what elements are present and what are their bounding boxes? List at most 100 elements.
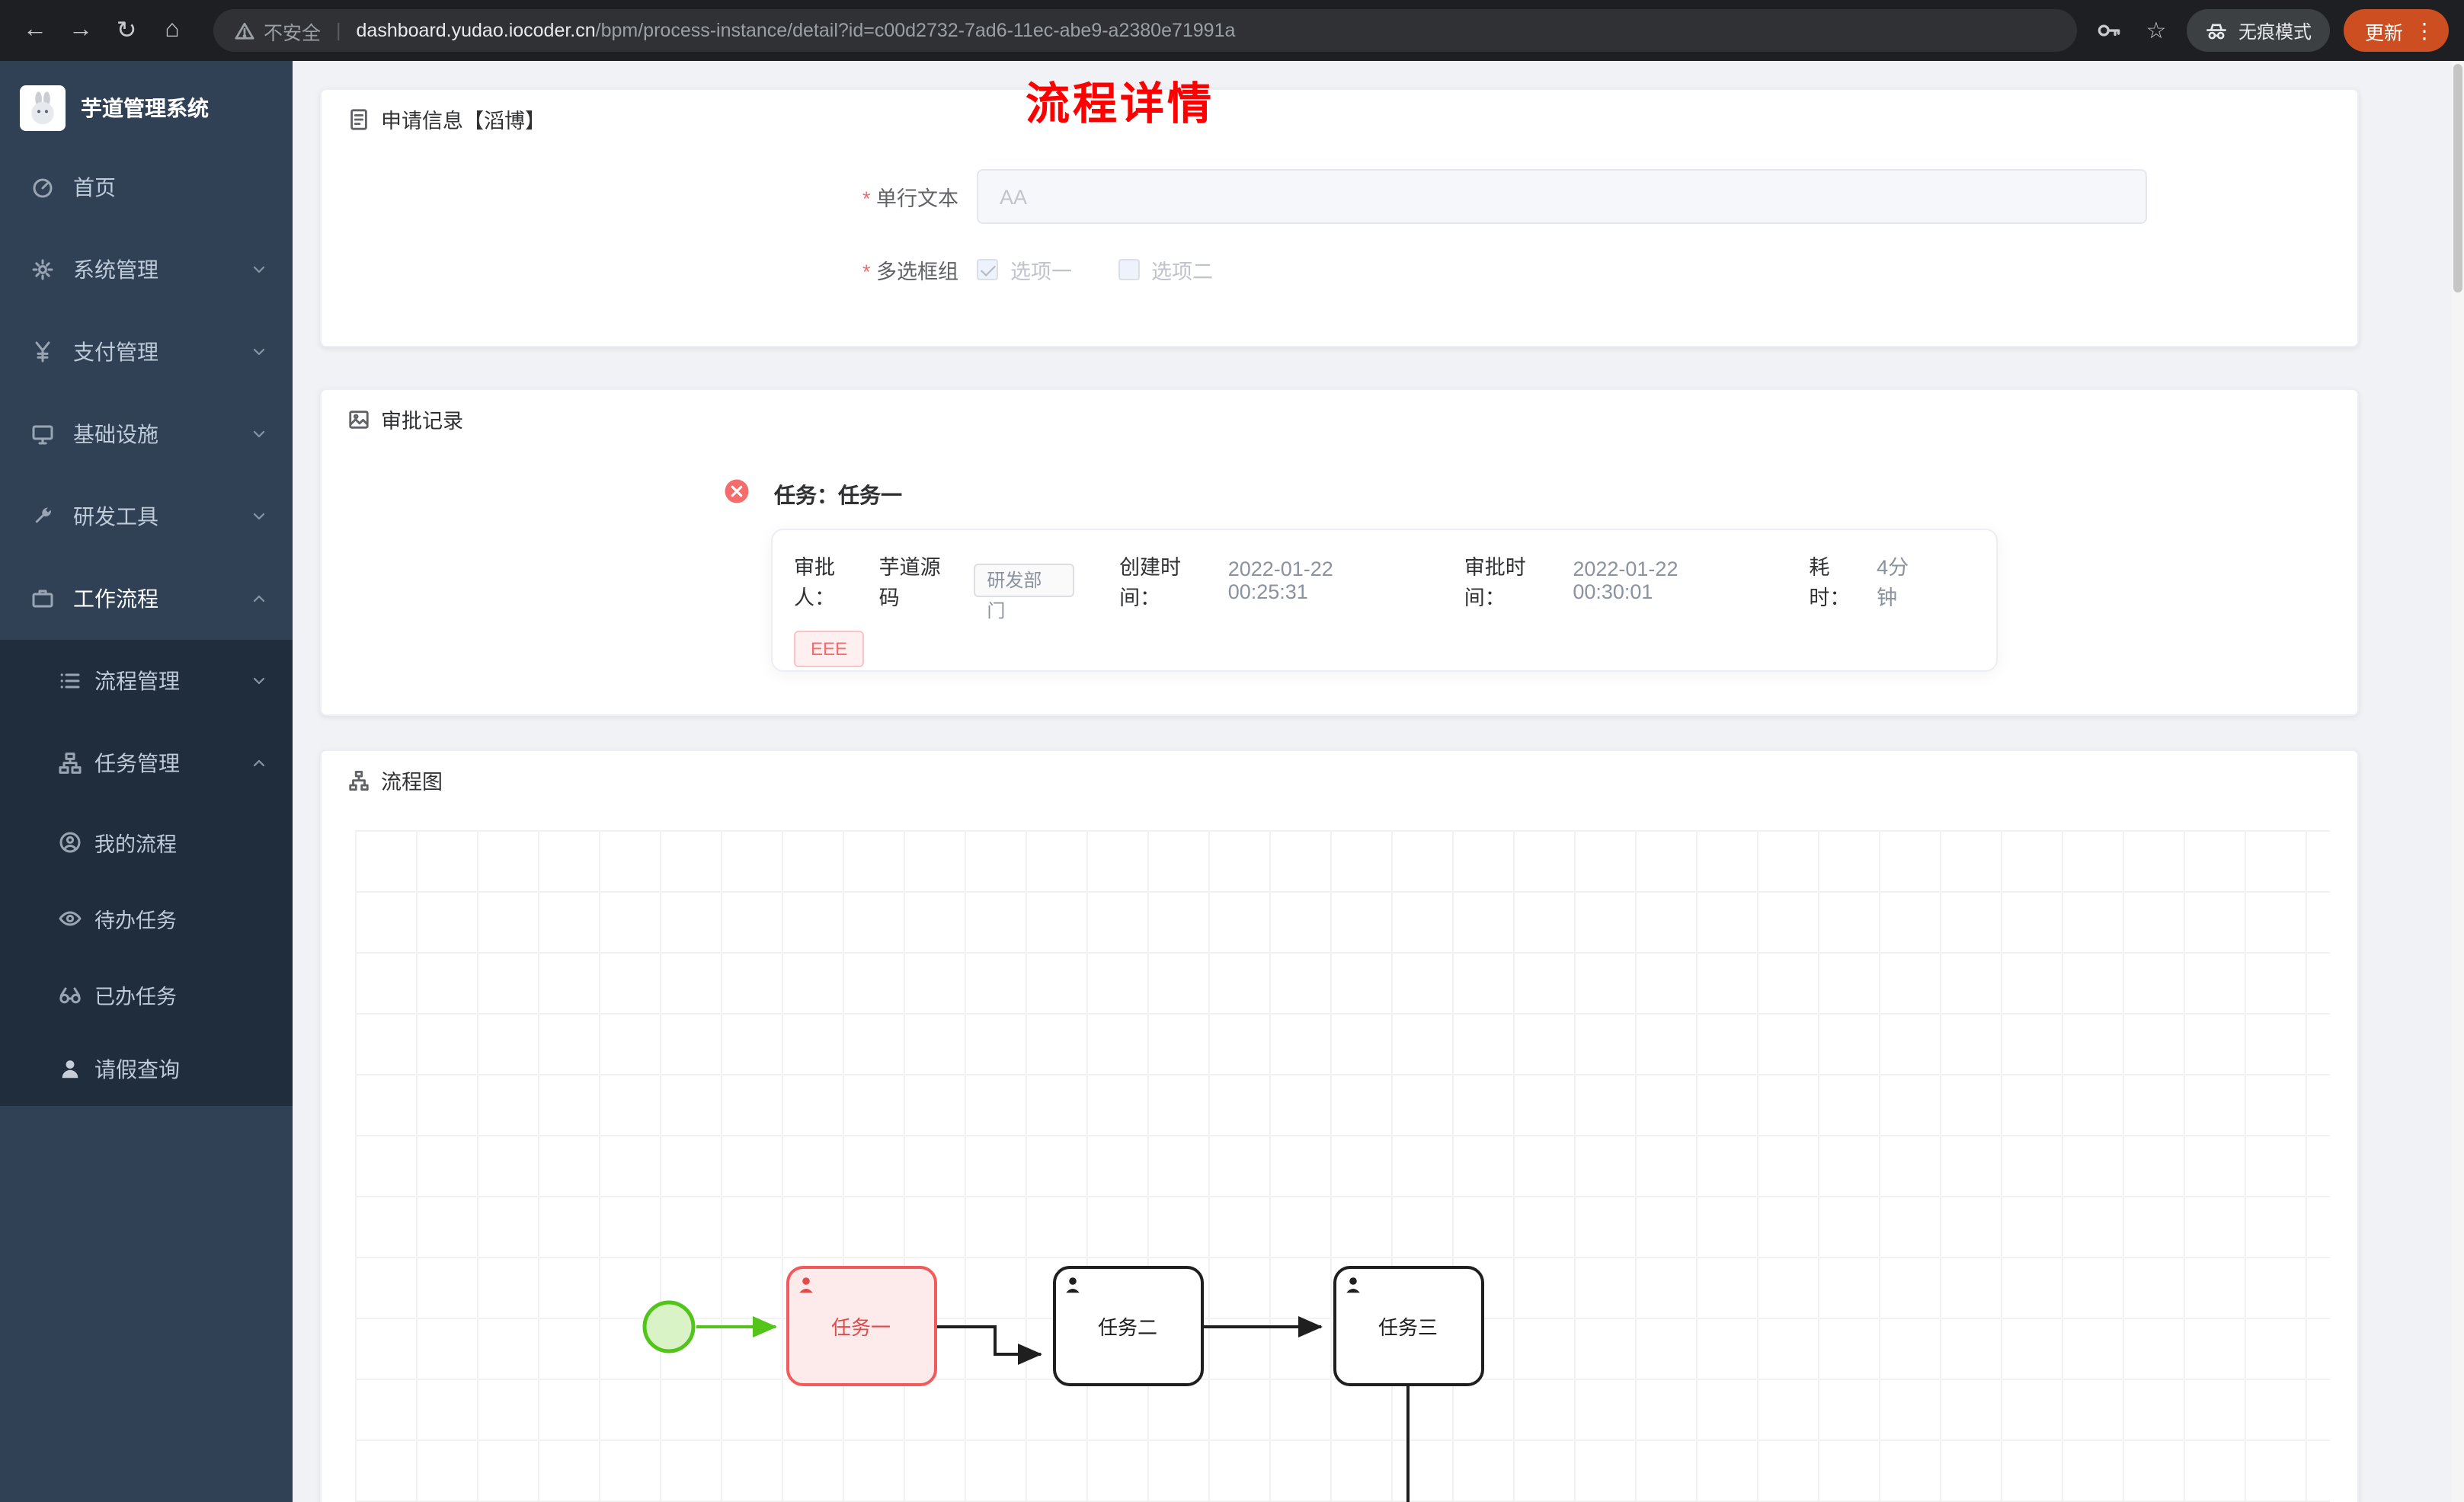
app-window: 芋道管理系统 首页 系统管理 [0,61,2464,1502]
sidebar-item-home[interactable]: 首页 [0,146,293,228]
single-line-text-input[interactable] [977,169,2147,224]
address-bar[interactable]: 不安全 | dashboard.yudao.iocoder.cn/bpm/pro… [213,9,2077,52]
user-icon [1346,1277,1360,1293]
start-event-node[interactable] [642,1300,696,1353]
warning-icon [235,21,254,39]
task-title: 任务：任务一 [774,480,902,510]
sidebar-item-process-mgmt[interactable]: 流程管理 [0,640,293,722]
sidebar-item-label: 任务管理 [94,751,180,775]
update-button[interactable]: 更新 ⋮ [2343,9,2449,52]
sidebar-item-todo-tasks[interactable]: 待办任务 [0,880,293,957]
sidebar-item-task-mgmt[interactable]: 任务管理 [0,722,293,804]
main-content: 流程详情 申请信息【滔博】 单行文本 多选框组 [293,61,2464,1502]
checkbox-checked-icon [977,259,998,280]
diagram-card-header: 流程图 [322,751,2357,809]
process-diagram-card: 流程图 [320,749,2359,1502]
sidebar: 芋道管理系统 首页 系统管理 [0,61,293,1502]
sidebar-item-payment[interactable]: 支付管理 [0,311,293,393]
dashboard-icon [33,178,53,198]
comment-tag: EEE [794,631,865,667]
sidebar-item-infrastructure[interactable]: 基础设施 [0,393,293,475]
sidebar-item-label: 系统管理 [73,257,158,282]
approval-detail-row: 审批人： 芋道源码 研发部门 创建时间： 2022-01-22 00:25:31… [794,550,1975,622]
text-field-row: 单行文本 [322,169,2357,224]
home-icon[interactable]: ⌂ [165,17,180,43]
reload-icon[interactable]: ↻ [116,18,137,44]
task1-node[interactable]: 任务一 [786,1266,937,1386]
sidebar-item-devtools[interactable]: 研发工具 [0,475,293,558]
checkbox-unchecked-icon [1118,259,1139,280]
sidebar-item-done-tasks[interactable]: 已办任务 [0,957,293,1033]
checkbox-field-row: 多选框组 选项一 选项二 [322,254,2357,285]
created-time-item: 创建时间： 2022-01-22 00:25:31 [1119,550,1419,611]
sidebar-item-label: 工作流程 [73,586,158,611]
sidebar-item-label: 流程管理 [94,669,180,693]
sidebar-item-system[interactable]: 系统管理 [0,228,293,311]
record-icon [349,410,369,428]
chevron-down-icon [253,677,265,685]
sidebar-item-label: 请假查询 [94,1057,180,1082]
sidebar-item-workflow[interactable]: 工作流程 [0,558,293,640]
checkbox-option-label: 选项二 [1151,260,1213,283]
task3-label: 任务三 [1378,1316,1438,1339]
workflow-icon [32,590,53,608]
apply-info-card: 申请信息【滔博】 单行文本 多选框组 选项一 选项 [320,88,2359,347]
approved-time-label: 审批时间： [1464,556,1526,609]
checkbox-group-label: 多选框组 [322,254,977,285]
task1-label: 任务一 [831,1316,891,1339]
chevron-up-icon [253,595,265,602]
approved-time-value: 2022-01-22 00:30:01 [1573,558,1678,603]
duration-value: 4分钟 [1877,556,1909,609]
browser-toolbar: ← → ↻ ⌂ 不安全 | dashboard.yudao.iocoder.cn… [0,0,2464,61]
sidebar-item-label: 支付管理 [73,340,158,364]
scrollbar-thumb[interactable] [2453,64,2462,292]
sidebar-item-label: 基础设施 [73,422,158,446]
checkbox-option-1[interactable]: 选项一 [977,254,1072,285]
sidebar-item-my-process[interactable]: 我的流程 [0,804,293,880]
my-process-icon [59,832,81,853]
forward-icon[interactable]: → [69,17,93,43]
created-time-label: 创建时间： [1119,556,1182,609]
task2-label: 任务二 [1098,1316,1157,1339]
user-icon [62,1060,78,1079]
sidebar-item-leave-query[interactable]: 请假查询 [0,1033,293,1106]
workflow-submenu: 流程管理 任务管理 [0,640,293,1106]
bpmn-diagram: 任务一 任务二 [642,1266,1484,1502]
toolbar-right: ☆ 无痕模式 更新 ⋮ [2092,9,2449,52]
dept-tag: 研发部门 [973,564,1074,622]
infrastructure-icon [32,425,53,445]
process-list-icon [60,673,80,689]
url-domain: dashboard.yudao.iocoder.cn [356,20,596,41]
duration-label: 耗时： [1809,556,1851,609]
task2-node[interactable]: 任务二 [1053,1266,1204,1386]
app-title: 芋道管理系统 [81,96,209,120]
approval-detail-box: 审批人： 芋道源码 研发部门 创建时间： 2022-01-22 00:25:31… [771,529,1998,672]
chevron-down-icon [253,430,265,438]
created-time-value: 2022-01-22 00:25:31 [1227,558,1333,603]
bpmn-canvas[interactable]: 任务一 任务二 [355,830,2330,1502]
incognito-label: 无痕模式 [2238,21,2312,42]
rabbit-logo-icon [31,91,54,125]
approval-record-card: 审批记录 任务：任务一 审批人： 芋道源码 研发部门 [320,388,2359,716]
key-icon[interactable] [2092,17,2126,44]
chevron-down-icon [253,266,265,273]
app-logo[interactable]: 芋道管理系统 [0,70,293,146]
tools-icon [35,507,52,523]
chevron-down-icon [253,348,265,356]
record-card-header: 审批记录 [322,390,2357,448]
kebab-menu-icon[interactable]: ⋮ [2414,18,2435,42]
user-icon [799,1277,813,1293]
diagram-card-title: 流程图 [381,771,443,794]
security-status[interactable]: 不安全 [235,16,321,45]
checkbox-option-2[interactable]: 选项二 [1118,254,1213,285]
back-icon[interactable]: ← [23,17,47,43]
task-icon [59,753,82,774]
task-title-text: 任务：任务一 [774,483,902,507]
page-scrollbar[interactable] [2452,61,2464,1502]
checkbox-option-label: 选项一 [1010,260,1072,283]
address-divider: | [336,20,341,41]
task3-node[interactable]: 任务三 [1333,1266,1484,1386]
flow-task1-to-task2 [936,1325,1042,1365]
star-icon[interactable]: ☆ [2146,18,2167,44]
